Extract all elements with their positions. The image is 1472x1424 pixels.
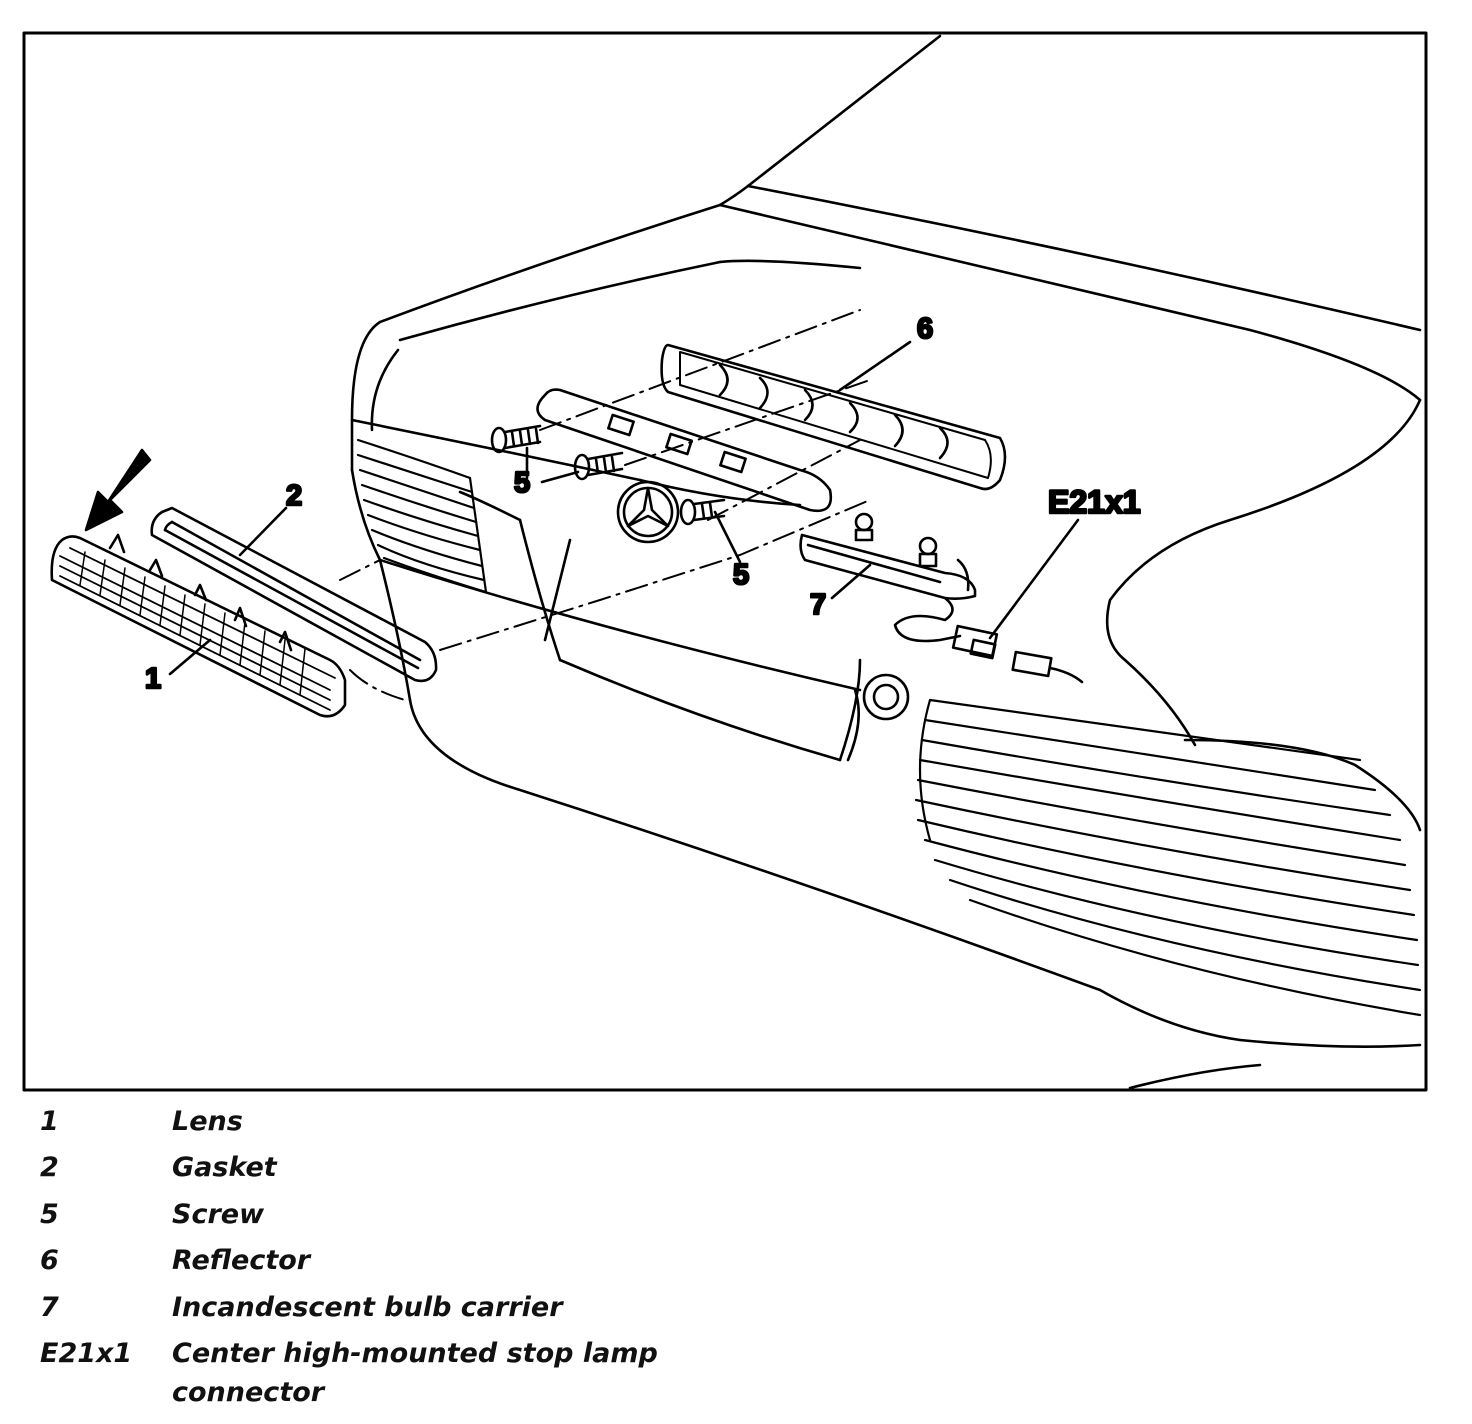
callout-screw-lower: 5 [733, 559, 749, 591]
car-body-outline [350, 34, 1422, 1090]
legend-key: 7 [40, 1291, 59, 1323]
installation-direction-arrow-icon [84, 448, 152, 532]
parts-legend: 1 Lens 2 Gasket 5 Screw 6 Reflector 7 In… [40, 1098, 940, 1413]
leader-line-5-lower [713, 510, 742, 564]
leader-line-2 [238, 506, 288, 557]
stop-lamp-connector [951, 624, 1084, 684]
license-plate-recess [518, 518, 862, 762]
leader-line-5-middle [540, 470, 580, 484]
legend-row: 1 Lens [40, 1098, 940, 1145]
screw-lower [679, 498, 726, 526]
exploded-view-diagram: 1 2 5 5 6 7 E21x1 [22, 31, 1428, 1092]
legend-row: connector [40, 1377, 940, 1413]
bulb-carrier [799, 512, 977, 643]
trunk-lock [862, 673, 910, 721]
leader-line-7 [830, 563, 872, 600]
leader-lines [168, 340, 1080, 676]
screw-middle [573, 451, 624, 481]
legend-text: Center high-mounted stop lamp [172, 1338, 658, 1370]
callout-gasket: 2 [286, 480, 302, 512]
legend-text: connector [172, 1377, 325, 1408]
reflector [660, 343, 1007, 491]
mercedes-star-emblem [616, 480, 680, 544]
legend-text: Gasket [172, 1152, 277, 1184]
screw-upper [490, 424, 542, 454]
legend-text: Reflector [172, 1245, 311, 1277]
left-taillight [356, 438, 488, 594]
legend-key: 2 [40, 1152, 59, 1184]
legend-row: 6 Reflector [40, 1238, 940, 1285]
leader-line-e21x1 [988, 518, 1080, 640]
callout-bulb-carrier: 7 [810, 589, 826, 621]
legend-row: 2 Gasket [40, 1145, 940, 1192]
legend-text: Screw [172, 1198, 265, 1230]
gasket [150, 506, 438, 683]
callout-screw-upper: 5 [514, 467, 530, 499]
callout-reflector: 6 [917, 313, 933, 345]
legend-text: Incandescent bulb carrier [172, 1291, 563, 1323]
legend-row: E21x1 Center high-mounted stop lamp [40, 1331, 940, 1378]
legend-key: 5 [40, 1198, 59, 1230]
lens [50, 533, 347, 718]
legend-key: E21x1 [40, 1338, 133, 1370]
callout-connector: E21x1 [1048, 484, 1141, 520]
callout-lens: 1 [145, 663, 161, 695]
leader-line-6 [838, 340, 912, 392]
figure-frame [22, 31, 1428, 1092]
mounting-slot [536, 388, 833, 513]
assembly-lines [339, 309, 871, 701]
legend-key: 1 [40, 1105, 59, 1137]
right-taillight [914, 698, 1422, 1017]
legend-text: Lens [172, 1105, 243, 1137]
legend-key: 6 [40, 1245, 59, 1277]
legend-row: 5 Screw [40, 1191, 940, 1238]
leader-line-1 [168, 638, 212, 676]
legend-row: 7 Incandescent bulb carrier [40, 1284, 940, 1331]
